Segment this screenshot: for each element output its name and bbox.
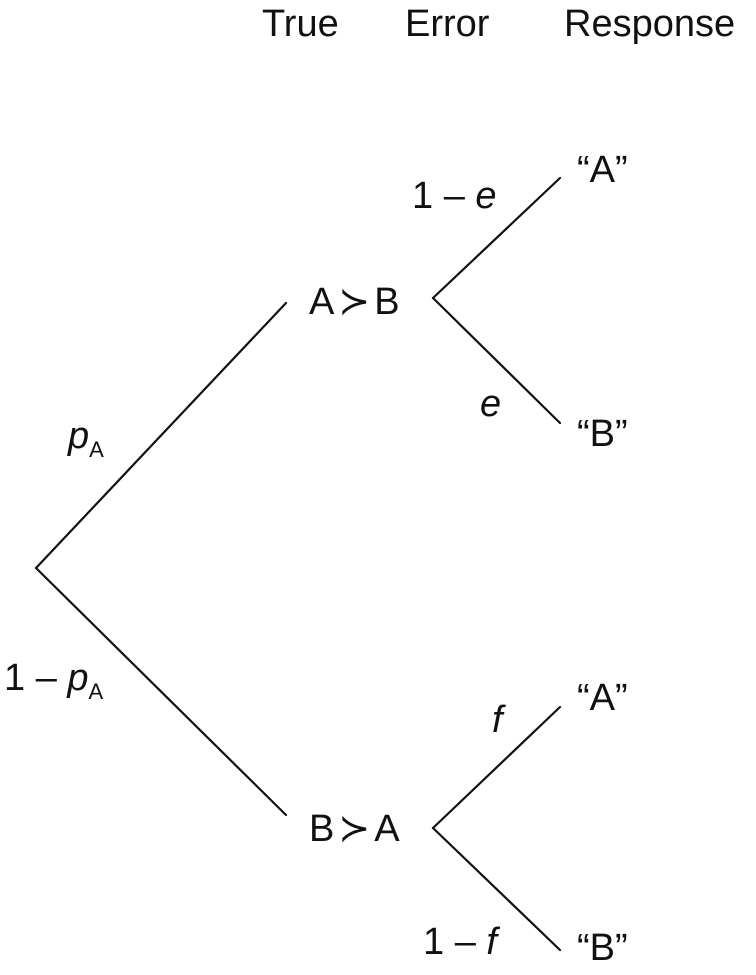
state-a-over-b-right: B <box>374 281 399 323</box>
edge-b-over-a-to-response-B <box>431 826 562 952</box>
label-one-minus-p-a-prefix: 1 – <box>4 657 67 699</box>
state-a-over-b: A≻B <box>309 281 400 323</box>
label-p-a-subscript: A <box>89 437 104 462</box>
response-upper-B: “B” <box>577 413 628 455</box>
label-f: f <box>492 699 506 741</box>
edge-root-to-b-over-a <box>34 566 288 817</box>
edge-root-to-a-over-b <box>34 301 288 570</box>
header-true: True <box>262 3 339 45</box>
edge-a-over-b-to-response-A <box>431 176 562 300</box>
response-lower-A: “A” <box>577 677 628 719</box>
edge-a-over-b-to-response-B <box>431 296 562 425</box>
label-one-minus-e-symbol: e <box>475 175 496 217</box>
header-error: Error <box>405 3 490 45</box>
state-a-over-b-left: A <box>309 281 335 323</box>
label-one-minus-e: 1 – e <box>412 175 497 217</box>
response-upper-A: “A” <box>577 149 628 191</box>
label-p-a: pA <box>67 415 104 462</box>
state-b-over-a-right: A <box>374 808 400 850</box>
label-one-minus-e-prefix: 1 – <box>412 175 475 217</box>
label-one-minus-f-symbol: f <box>486 921 500 963</box>
state-b-over-a-left: B <box>309 808 334 850</box>
state-b-over-a-relation: ≻ <box>338 808 370 850</box>
edge-b-over-a-to-response-A <box>431 705 562 830</box>
label-e: e <box>480 383 501 425</box>
label-one-minus-f-prefix: 1 – <box>423 921 486 963</box>
response-lower-B: “B” <box>577 927 628 969</box>
label-one-minus-p-a-subscript: A <box>89 679 104 704</box>
state-a-over-b-relation: ≻ <box>338 281 370 323</box>
state-b-over-a: B≻A <box>309 808 400 850</box>
label-one-minus-p-a: 1 – pA <box>4 657 104 704</box>
header-response: Response <box>564 3 735 45</box>
label-p-a-symbol: p <box>67 415 89 457</box>
label-one-minus-p-a-symbol: p <box>66 657 88 699</box>
label-one-minus-f: 1 – f <box>423 921 500 963</box>
